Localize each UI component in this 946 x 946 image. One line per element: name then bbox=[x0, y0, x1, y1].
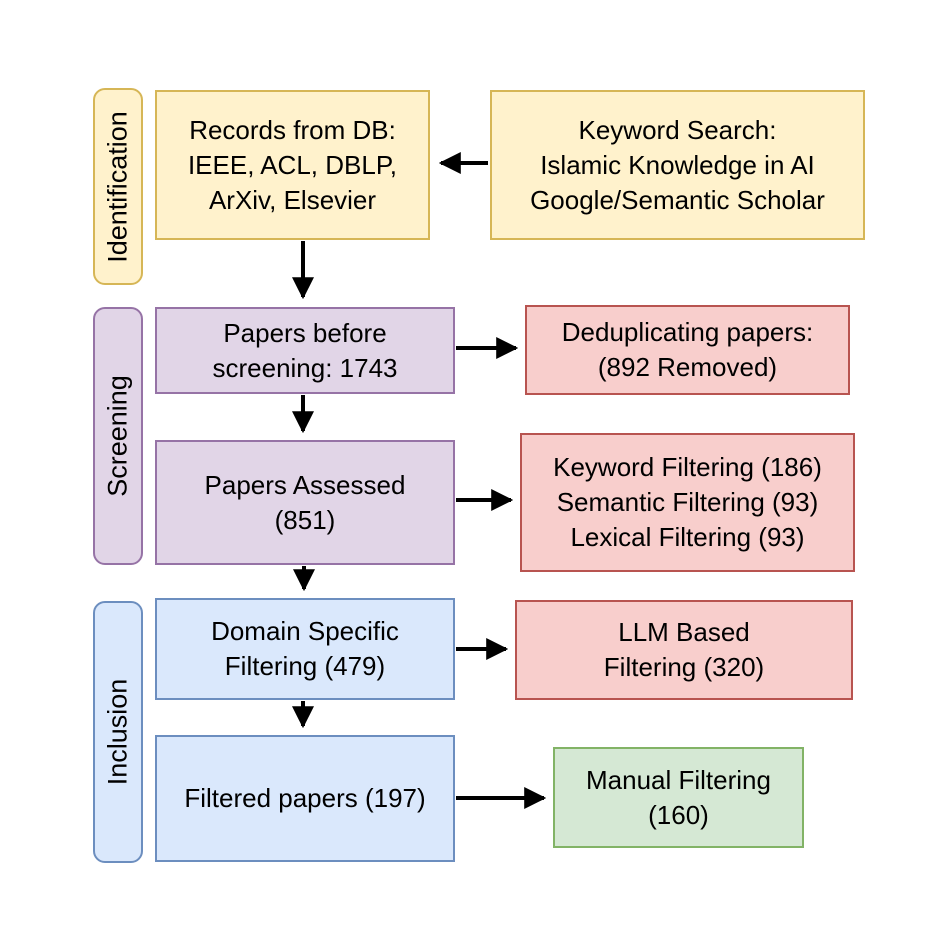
papers-before-screening-box: Papers before screening: 1743 bbox=[155, 307, 455, 394]
stage-label-identification: Identification bbox=[93, 88, 143, 285]
manual-filtering-box: Manual Filtering (160) bbox=[553, 747, 804, 848]
domain-specific-filtering-box: Domain Specific Filtering (479) bbox=[155, 598, 455, 700]
stage-label-inclusion: Inclusion bbox=[93, 601, 143, 863]
deduplicating-papers-box: Deduplicating papers: (892 Removed) bbox=[525, 305, 850, 395]
stage-label-inclusion-text: Inclusion bbox=[102, 678, 133, 786]
papers-assessed-box: Papers Assessed (851) bbox=[155, 440, 455, 565]
keyword-search-box: Keyword Search: Islamic Knowledge in AI … bbox=[490, 90, 865, 240]
stage-label-screening-text: Screening bbox=[102, 375, 133, 497]
filtered-papers-box: Filtered papers (197) bbox=[155, 735, 455, 862]
records-from-db-box: Records from DB: IEEE, ACL, DBLP, ArXiv,… bbox=[155, 90, 430, 240]
stage-label-screening: Screening bbox=[93, 307, 143, 565]
filtering-stack-box: Keyword Filtering (186) Semantic Filteri… bbox=[520, 433, 855, 572]
stage-label-identification-text: Identification bbox=[102, 110, 133, 263]
llm-based-filtering-box: LLM Based Filtering (320) bbox=[515, 600, 853, 700]
